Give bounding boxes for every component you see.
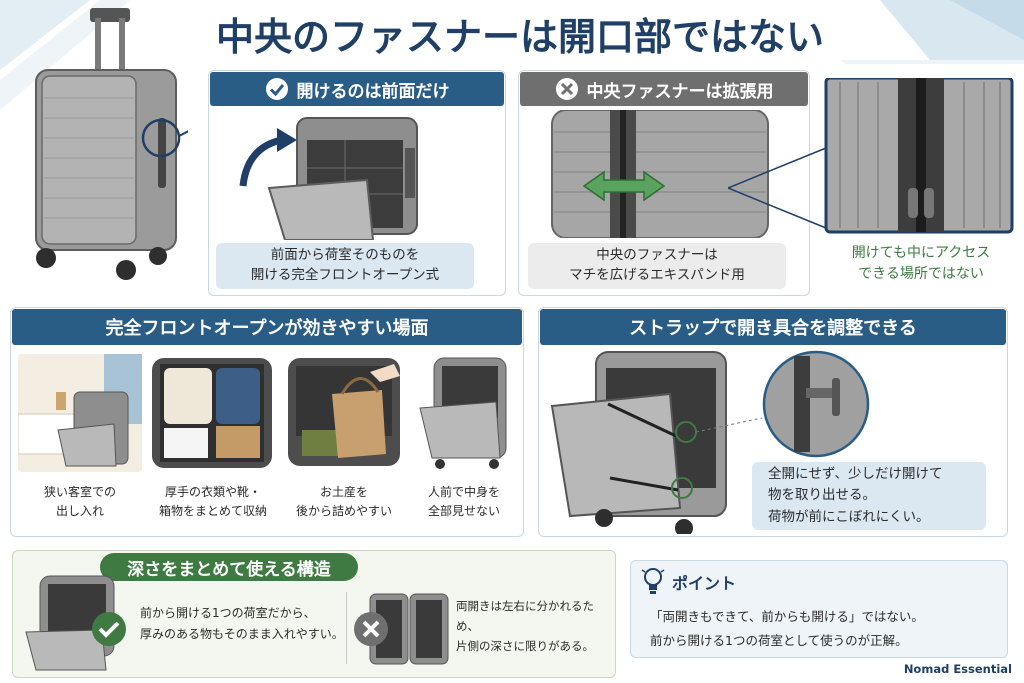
scene-caption-1: 狭い客室での 出し入れ	[43, 485, 116, 518]
center-zipper-illustration	[551, 110, 769, 238]
front-open-caption: 前面から荷室そのものを 開ける完全フロントオープン式	[216, 243, 474, 289]
strap-header: ストラップで開き具合を調整できる	[540, 309, 1006, 345]
scene-narrow-room	[18, 354, 142, 472]
suitcase-illustration	[35, 8, 188, 280]
x-circle-icon	[354, 612, 388, 646]
point-header: ポイント	[672, 574, 737, 593]
scene-caption-3: お土産を 後から詰めやすい	[295, 485, 392, 518]
lightbulb-icon	[641, 568, 665, 594]
scenes-header: 完全フロントオープンが効きやすい場面	[12, 309, 522, 345]
center-zipper-header-label: 中央ファスナーは拡張用	[586, 81, 774, 102]
center-zipper-header: 中央ファスナーは拡張用	[520, 72, 808, 106]
front-open-header: 開けるのは前面だけ	[210, 72, 504, 106]
front-open-illustration	[239, 117, 418, 240]
scene-souvenir	[288, 358, 400, 466]
scene-hidden-contents	[419, 357, 507, 469]
check-circle-icon	[92, 612, 126, 646]
scene-caption-2: 厚手の衣類や靴・ 箱物をまとめて収納	[158, 485, 267, 518]
point-line-2: 前から開ける1つの荷室として使うのが正解。	[650, 633, 908, 648]
point-line-1: 「両開きもできて、前からも開ける」ではない。	[650, 609, 924, 624]
front-open-header-label: 開けるのは前面だけ	[296, 81, 450, 102]
check-circle-icon	[265, 78, 288, 100]
depth-split-compartment-illustration	[369, 593, 449, 665]
point-panel	[630, 560, 1008, 658]
scene-caption-4: 人前で中身を 全部見せない	[427, 485, 500, 518]
depth-good-text: 前から開ける1つの荷室だから、 厚みのある物もそのまま入れやすい。	[140, 606, 344, 641]
center-zipper-caption: 中央のファスナーは マチを広げるエキスパンド用	[528, 243, 786, 289]
strap-illustration	[550, 350, 870, 534]
brand-label: Nomad Essential	[903, 662, 1012, 676]
depth-bad-text: 両開きは左右に分かれるため、 片側の深さに限りがある。	[456, 599, 594, 654]
page-title: 中央のファスナーは開口部ではない	[215, 15, 824, 59]
depth-divider	[346, 592, 347, 664]
scene-clothes-shoes	[152, 358, 272, 468]
zipper-closeup-caption: 開けても中にアクセス できる場所ではない	[851, 245, 991, 282]
depth-header: 深さをまとめて使える構造	[100, 553, 358, 581]
zipper-closeup-illustration	[728, 78, 1014, 234]
strap-caption: 全開にせず、少しだけ開けて 物を取り出せる。 荷物が前にこぼれにくい。	[752, 462, 986, 530]
x-circle-icon	[555, 78, 578, 100]
